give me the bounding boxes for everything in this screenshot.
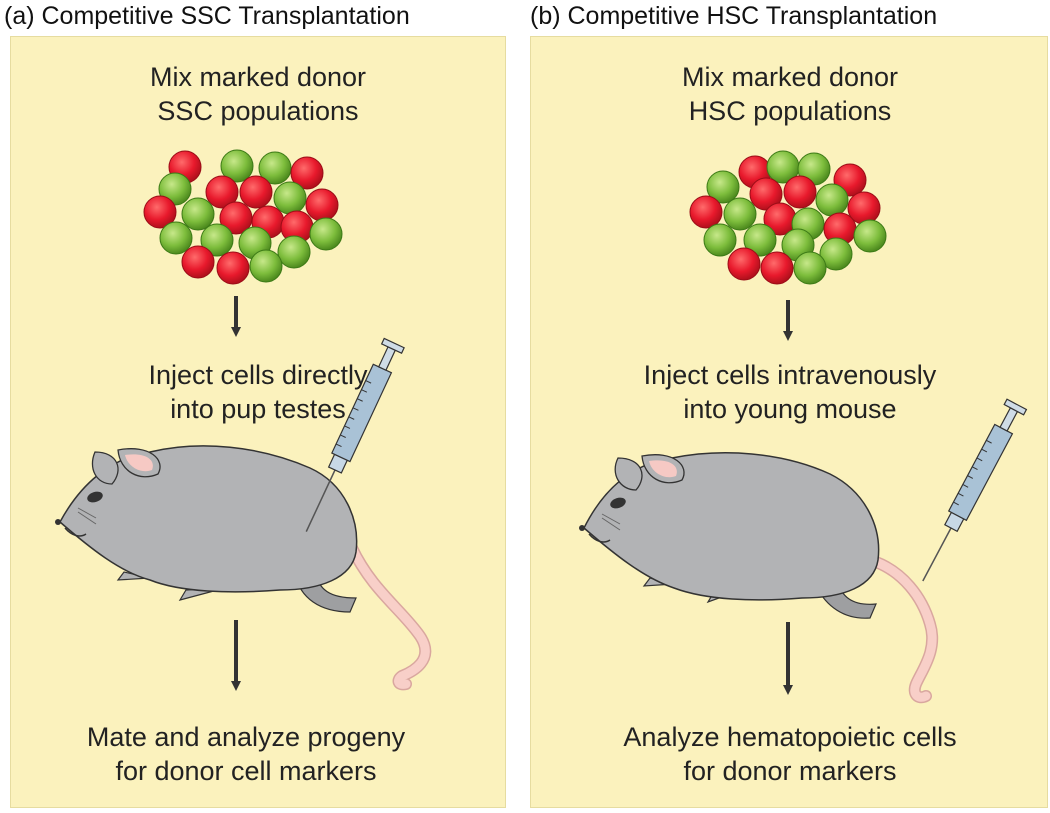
mouse-back-ear [91, 451, 119, 485]
red-cell [143, 195, 177, 229]
green-cell [706, 170, 740, 204]
syringe [305, 337, 405, 532]
step-line: Inject cells intravenously [643, 360, 937, 390]
step-line: for donor markers [683, 756, 897, 786]
green-cell [853, 219, 887, 253]
mouse-nose [579, 525, 585, 531]
panel-title: (b) Competitive HSC Transplantation [530, 2, 938, 30]
syringe-barrel [947, 423, 1014, 522]
green-cell [703, 223, 737, 257]
red-cell [689, 195, 723, 229]
step-line: HSC populations [688, 96, 892, 126]
mouse-tail [871, 557, 937, 702]
green-cell [819, 237, 853, 271]
green-cell [723, 197, 757, 231]
green-cell [743, 223, 777, 257]
panel-background [10, 36, 506, 808]
step-mix-cells: Mix marked donor HSC populations [560, 60, 1020, 128]
mouse-mouth [64, 527, 87, 537]
step-analyze: Analyze hematopoietic cells for donor ma… [560, 720, 1020, 788]
panel-title: (a) Competitive SSC Transplantation [4, 2, 410, 30]
step-line: Inject cells directly [148, 360, 368, 390]
syringe-needle [922, 527, 952, 582]
step-inject: Inject cells directly into pup testes [28, 358, 488, 426]
step-line: into young mouse [683, 394, 897, 424]
mouse-back-ear [614, 457, 643, 491]
step-line: for donor cell markers [115, 756, 377, 786]
syringe-thumb-rest [380, 337, 405, 355]
green-cell [159, 221, 193, 255]
syringe-ticks [953, 439, 992, 506]
panel-b-artwork [579, 150, 1028, 704]
green-cell [158, 172, 192, 206]
cell-cluster [143, 149, 343, 285]
mouse-whiskers [601, 513, 621, 531]
syringe-needle [305, 469, 336, 532]
mouse-whiskers [77, 507, 97, 525]
mouse-ear-inner [649, 460, 677, 478]
syringe [922, 398, 1028, 582]
syringe-thumb-rest [1003, 398, 1028, 416]
mouse-tail [347, 543, 430, 689]
panel-a-artwork [55, 149, 432, 691]
mouse [55, 445, 432, 691]
step-line: Mix marked donor [149, 62, 367, 92]
mouse [579, 452, 939, 704]
green-cell [249, 249, 283, 283]
green-cell [200, 223, 234, 257]
step-line: SSC populations [157, 96, 359, 126]
red-cell [727, 247, 761, 281]
red-cell [783, 175, 817, 209]
green-cell [277, 235, 311, 269]
red-cell [305, 188, 339, 222]
step-analyze: Mate and analyze progeny for donor cell … [16, 720, 476, 788]
panel-ssc: (a) Competitive SSC Transplantation Mix … [0, 0, 524, 813]
green-cell [258, 151, 292, 185]
mouse-eye [610, 497, 626, 509]
syringe-ticks [335, 380, 372, 448]
red-cell [239, 175, 273, 209]
step-line: Analyze hematopoietic cells [623, 722, 957, 752]
red-cell [216, 251, 250, 285]
mouse-nose [55, 519, 61, 525]
red-cell [749, 177, 783, 211]
green-cell [220, 149, 254, 183]
green-cell [793, 251, 827, 285]
red-cell [205, 175, 239, 209]
step-line: into pup testes [170, 394, 346, 424]
mouse-ear-inner [125, 454, 153, 472]
cell-cluster [689, 150, 887, 285]
mouse-eye [87, 491, 103, 503]
green-cell [309, 217, 343, 251]
red-cell [760, 251, 794, 285]
green-cell [815, 183, 849, 217]
green-cell [273, 181, 307, 215]
step-line: Mix marked donor [681, 62, 899, 92]
mouse-mouth [588, 533, 611, 543]
green-cell [181, 197, 215, 231]
panel-hsc: (b) Competitive HSC Transplantation Mix … [526, 0, 1050, 813]
step-mix-cells: Mix marked donor SSC populations [28, 60, 488, 128]
step-inject: Inject cells intravenously into young mo… [560, 358, 1020, 426]
step-line: Mate and analyze progeny [86, 722, 406, 752]
red-cell [290, 156, 324, 190]
red-cell [181, 245, 215, 279]
